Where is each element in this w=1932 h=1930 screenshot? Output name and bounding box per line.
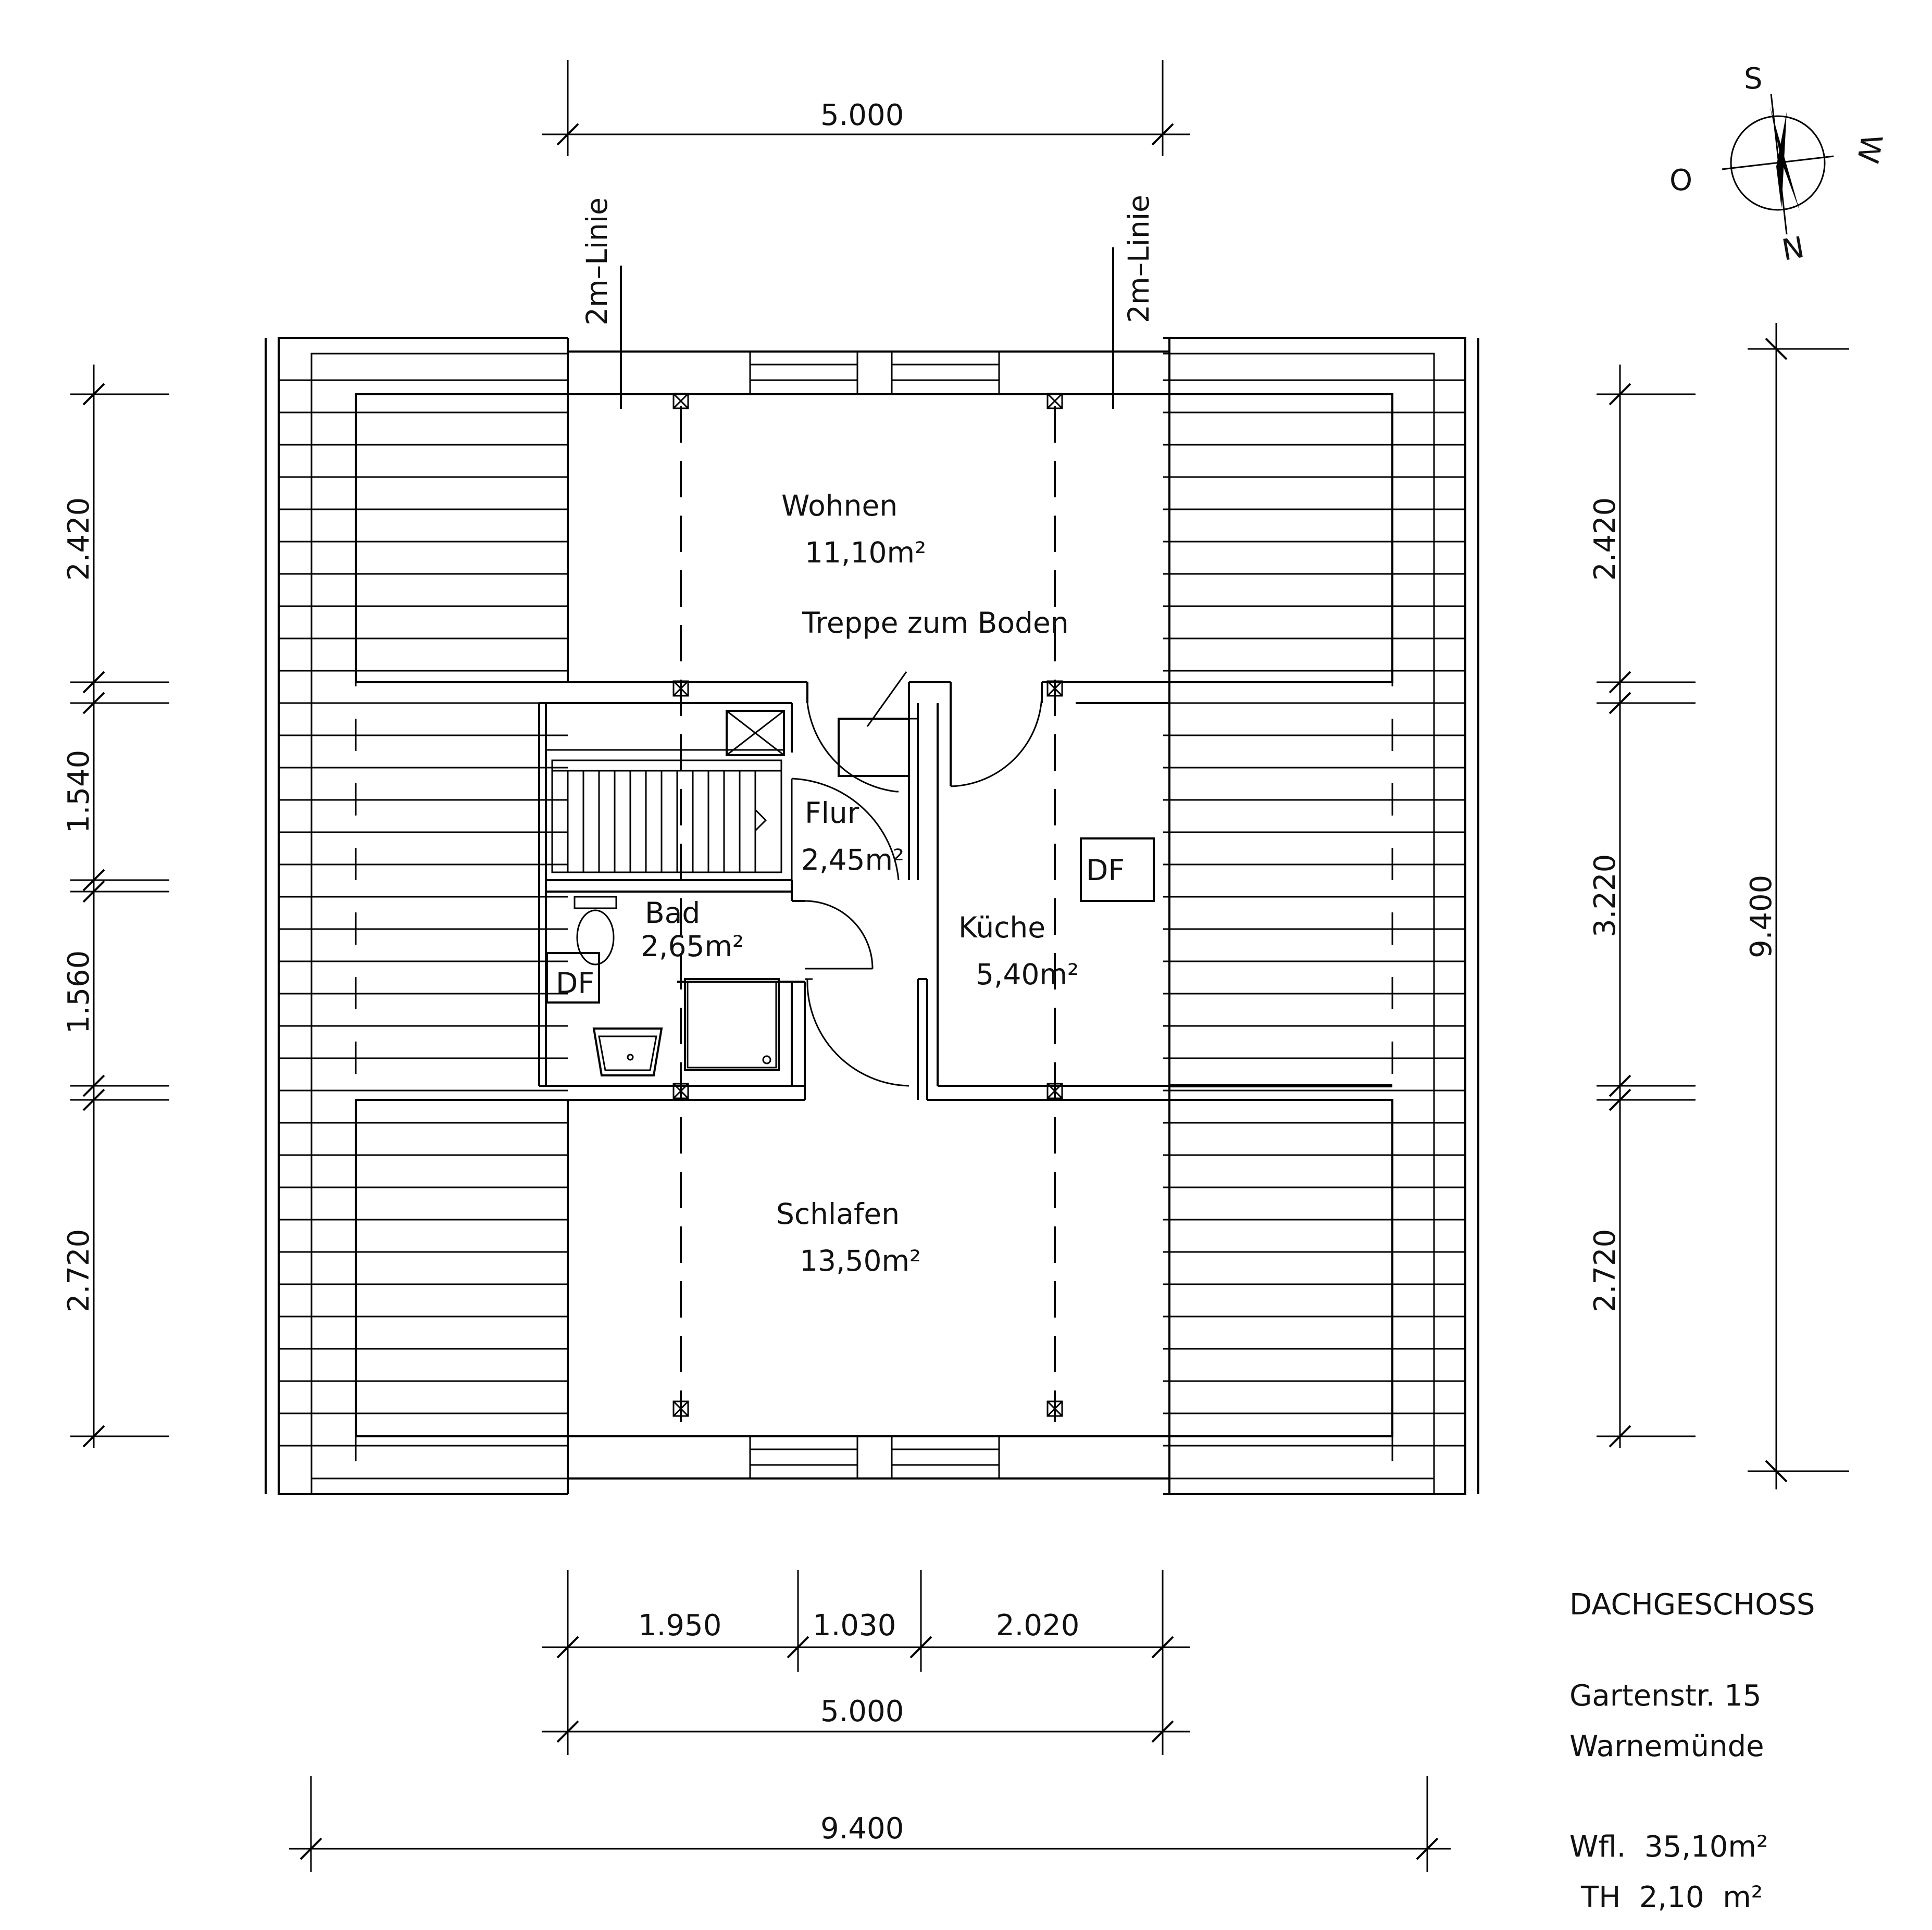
column-cross xyxy=(672,1400,689,1417)
room-area-wohnen: 11,10m² xyxy=(805,536,926,569)
df-bad-label: DF xyxy=(556,967,594,1000)
dim-bottom-seg-1: 1.950 xyxy=(638,1609,721,1643)
room-name-schlafen: Schlafen xyxy=(776,1197,900,1231)
dimension-lines xyxy=(70,60,1849,1872)
room-name-kueche: Küche xyxy=(958,911,1045,944)
room-name-flur: Flur xyxy=(805,796,859,830)
label-treppe-zum-boden: Treppe zum Boden xyxy=(802,606,1069,640)
title-street: Gartenstr. 15 xyxy=(1569,1679,1762,1713)
column-marker xyxy=(672,1083,689,1099)
dim-tick xyxy=(1609,671,1631,694)
dim-tick xyxy=(82,869,105,892)
room-area-kueche: 5,40m² xyxy=(976,958,1079,991)
column-marker xyxy=(672,680,689,697)
dim-right-2: 3.220 xyxy=(1588,854,1622,937)
dim-tick xyxy=(82,1088,105,1111)
title-th: TH 2,10 m² xyxy=(1580,1881,1763,1914)
room-area-flur: 2,45m² xyxy=(801,843,904,876)
room-area-bad: 2,65m² xyxy=(641,930,744,963)
bath-fixtures xyxy=(546,837,1155,1076)
dim-bottom-total: 9.400 xyxy=(820,1812,904,1846)
room-name-wohnen: Wohnen xyxy=(781,489,898,522)
room-area-schlafen: 13,50m² xyxy=(800,1244,921,1277)
column-cross xyxy=(1046,680,1063,697)
compass-s: S xyxy=(1744,62,1763,96)
compass-n: N xyxy=(1779,231,1807,268)
dim-tick xyxy=(1609,1088,1631,1111)
staircase xyxy=(546,710,785,873)
title-wfl: Wfl. 35,10m² xyxy=(1569,1830,1768,1864)
dim-bottom-mid: 5.000 xyxy=(820,1695,904,1728)
title-city: Warnemünde xyxy=(1569,1730,1764,1763)
df-kueche-label: DF xyxy=(1086,854,1125,887)
compass-w: W xyxy=(1850,132,1889,166)
column-marker xyxy=(1046,680,1063,697)
dim-tick xyxy=(82,692,105,715)
two-meter-line-left-label: 2m–Linie xyxy=(580,197,614,325)
column-marker xyxy=(672,1400,689,1417)
compass-o: O xyxy=(1669,164,1692,197)
column-cross xyxy=(672,680,689,697)
dim-bottom-seg-2: 1.030 xyxy=(813,1609,896,1643)
dim-tick xyxy=(82,880,105,903)
dim-top-total: 5.000 xyxy=(820,98,904,132)
roof-outline xyxy=(265,337,1479,1495)
dim-tick xyxy=(82,671,105,694)
dim-right-1: 2.420 xyxy=(1588,497,1622,581)
column-cross xyxy=(1046,393,1063,409)
two-meter-line-right-label: 2m–Linie xyxy=(1122,195,1155,323)
room-labels: Wohnen 11,10m² Treppe zum Boden Flur 2,4… xyxy=(556,489,1125,1277)
dim-tick xyxy=(1609,692,1631,715)
dim-left-3: 1.560 xyxy=(62,950,96,1034)
title-block: DACHGESCHOSS Gartenstr. 15 Warnemünde Wf… xyxy=(1569,1588,1815,1914)
dim-tick xyxy=(82,1425,105,1448)
column-markers xyxy=(672,393,1063,1417)
dim-tick xyxy=(1609,1074,1631,1097)
roof-rafters xyxy=(279,365,1465,1495)
dim-right-3: 2.720 xyxy=(1588,1229,1622,1312)
dim-tick xyxy=(82,383,105,406)
attic-hatch xyxy=(838,671,917,777)
dim-left-4: 2.720 xyxy=(62,1229,96,1312)
column-cross xyxy=(672,393,689,409)
two-meter-lines: 2m–Linie 2m–Linie xyxy=(580,195,1155,409)
column-marker xyxy=(1046,1083,1063,1099)
dim-bottom-seg-3: 2.020 xyxy=(996,1609,1079,1643)
walls xyxy=(538,338,1392,1494)
dimension-labels: 5.000 2.420 1.540 1.560 2.720 2.420 3.22… xyxy=(62,98,1778,1846)
doors xyxy=(791,690,1043,1087)
dim-left-2: 1.540 xyxy=(62,750,96,833)
dim-tick xyxy=(1609,1425,1631,1448)
column-marker xyxy=(672,393,689,409)
dim-left-1: 2.420 xyxy=(62,497,96,581)
column-marker xyxy=(1046,393,1063,409)
dim-tick xyxy=(82,1074,105,1097)
column-marker xyxy=(1046,1400,1063,1417)
compass-rose: S N O W xyxy=(1669,62,1888,268)
beam-lines xyxy=(680,406,1056,1422)
dim-tick xyxy=(1609,383,1631,406)
dim-right-total: 9.400 xyxy=(1744,875,1778,958)
column-cross xyxy=(1046,1083,1063,1099)
column-cross xyxy=(1046,1400,1063,1417)
title-floor: DACHGESCHOSS xyxy=(1569,1588,1815,1622)
room-name-bad: Bad xyxy=(645,896,700,930)
column-cross xyxy=(672,1083,689,1099)
